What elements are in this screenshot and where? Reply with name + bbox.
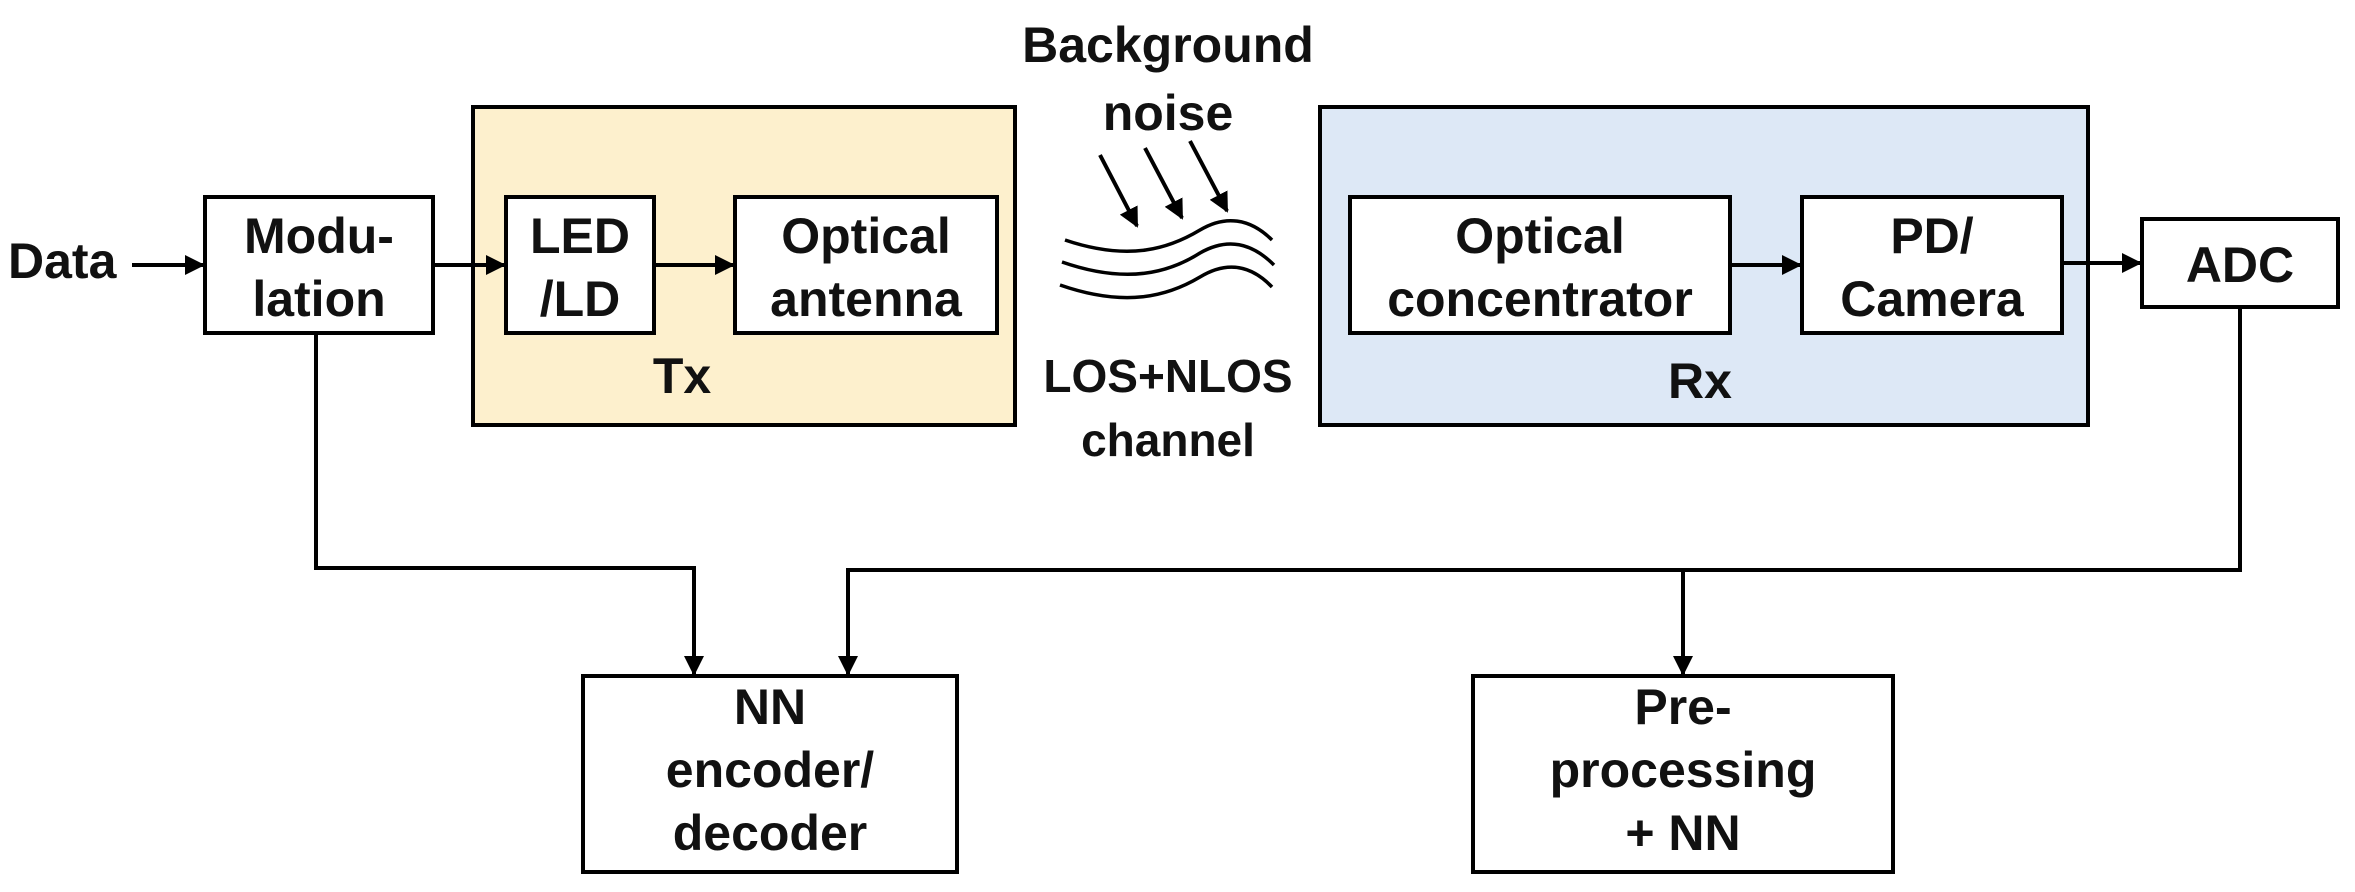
channel-wave	[1061, 242, 1276, 277]
noise-ray	[1143, 147, 1184, 220]
led-ld-line1: LED	[530, 208, 630, 264]
rx-label: Rx	[1668, 353, 1732, 409]
channel-line2: channel	[1081, 414, 1255, 466]
modulation-line1: Modu-	[244, 208, 394, 264]
adc-label: ADC	[2186, 237, 2294, 293]
pd-camera-block: PD/ Camera	[1800, 195, 2064, 335]
pd-camera-line2: Camera	[1840, 271, 2025, 327]
nn-codec-line1: NN	[734, 679, 806, 735]
background-noise-line1: Background	[1022, 17, 1314, 73]
adc-block: ADC	[2140, 217, 2340, 309]
optical-antenna-block: Optical antenna	[733, 195, 999, 335]
preprocessing-nn-block: Pre- processing + NN	[1471, 674, 1895, 874]
data-input-label: Data	[8, 233, 118, 289]
modulation-block: Modu- lation	[203, 195, 435, 335]
optical-antenna-line2: antenna	[770, 271, 963, 327]
led-ld-line2: /LD	[540, 271, 621, 327]
nn-encoder-decoder-block: NN encoder/ decoder	[581, 674, 959, 874]
noise-ray	[1098, 154, 1139, 228]
adc-to-nn-codec-connector	[838, 307, 2242, 676]
pd-camera-line1: PD/	[1890, 208, 1973, 264]
preproc-line1: Pre-	[1634, 679, 1731, 735]
modulation-line2: lation	[252, 271, 385, 327]
noise-ray	[1188, 140, 1229, 213]
optical-concentrator-line2: concentrator	[1387, 271, 1693, 327]
nn-codec-line2: encoder/	[666, 742, 875, 798]
nn-codec-line3: decoder	[673, 805, 868, 861]
optical-antenna-line1: Optical	[781, 208, 950, 264]
optical-concentrator-line1: Optical	[1455, 208, 1624, 264]
channel-wave	[1059, 265, 1274, 300]
channel-line1: LOS+NLOS	[1043, 350, 1292, 402]
tx-label: Tx	[653, 348, 712, 404]
background-noise-line2: noise	[1103, 85, 1234, 141]
channel-wave	[1064, 218, 1274, 253]
modulation-to-nn-codec-connector	[314, 333, 704, 676]
preproc-line3: + NN	[1625, 805, 1740, 861]
optical-concentrator-block: Optical concentrator	[1348, 195, 1732, 335]
preproc-line2: processing	[1550, 742, 1817, 798]
led-ld-block: LED /LD	[504, 195, 656, 335]
channel-group: Background noise LOS+NLOS channel	[1022, 17, 1314, 466]
